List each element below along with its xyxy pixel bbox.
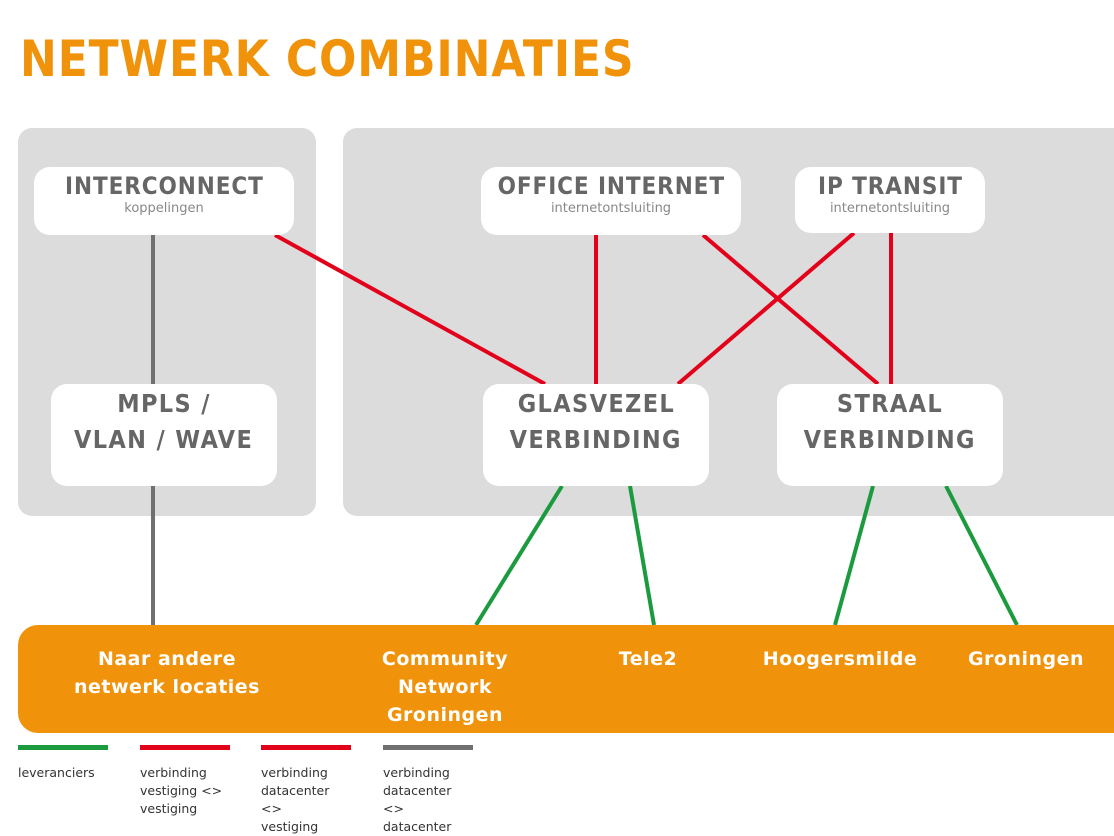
location-other-network: Naar andere netwerk locaties [74, 648, 260, 698]
line-interconnect-glasvezel [274, 233, 546, 386]
node-mpls-line1: MPLS / [117, 389, 211, 418]
node-interconnect: INTERCONNECT koppelingen [34, 167, 294, 235]
node-interconnect-subtitle: koppelingen [124, 201, 204, 216]
line-straal-hoogersmilde [833, 485, 875, 626]
node-straal-verbinding: STRAAL VERBINDING [777, 384, 1003, 486]
legend-swatch-green [18, 745, 108, 750]
line-glasvezel-community [474, 484, 564, 627]
location-community-network: Community Network Groningen [381, 648, 509, 726]
line-straal-groningen [944, 485, 1019, 626]
legend-swatch-red [140, 745, 230, 750]
node-mpls-line2: VLAN / WAVE [74, 425, 254, 454]
node-iptransit-subtitle: internetontsluiting [829, 201, 951, 216]
node-straal-line1: STRAAL [836, 389, 944, 418]
line-glasvezel-tele2 [628, 485, 656, 626]
node-office-internet: OFFICE INTERNET internetontsluiting [481, 167, 741, 235]
legend-item-datacenter-datacenter: verbinding datacenter <> datacenter [383, 745, 475, 836]
node-glasvezel-line1: GLASVEZEL [517, 389, 675, 418]
line-office-straal [701, 233, 880, 386]
location-tele2: Tele2 [618, 648, 678, 670]
node-interconnect-title: INTERCONNECT [64, 172, 264, 200]
legend-swatch-grey [383, 745, 473, 750]
line-iptransit-glasvezel [676, 231, 856, 386]
locations-bar [18, 625, 1114, 733]
node-ip-transit: IP TRANSIT internetontsluiting [795, 167, 985, 233]
legend-label: verbinding datacenter <> vestiging [261, 765, 330, 834]
legend-item-datacenter-vestiging: verbinding datacenter <> vestiging [261, 745, 353, 836]
node-glasvezel-verbinding: GLASVEZEL VERBINDING [483, 384, 709, 486]
node-iptransit-title: IP TRANSIT [817, 172, 963, 200]
node-glasvezel-line2: VERBINDING [509, 425, 683, 454]
node-straal-line2: VERBINDING [803, 425, 977, 454]
node-mpls-vlan-wave: MPLS / VLAN / WAVE [51, 384, 277, 486]
page-title: NETWERK COMBINATIES [20, 30, 635, 88]
legend-item-leveranciers: leveranciers [18, 745, 110, 782]
legend-label: verbinding datacenter <> datacenter [383, 765, 452, 834]
location-groningen: Groningen [967, 648, 1085, 670]
legend-label: verbinding vestiging <> vestiging [140, 765, 223, 816]
node-office-title: OFFICE INTERNET [497, 172, 725, 200]
connection-lines [151, 231, 1019, 627]
node-office-subtitle: internetontsluiting [550, 201, 672, 216]
legend-swatch-red [261, 745, 351, 750]
legend-item-vestiging-vestiging: verbinding vestiging <> vestiging [140, 745, 232, 818]
location-hoogersmilde: Hoogersmilde [762, 648, 918, 670]
legend-label: leveranciers [18, 765, 95, 780]
